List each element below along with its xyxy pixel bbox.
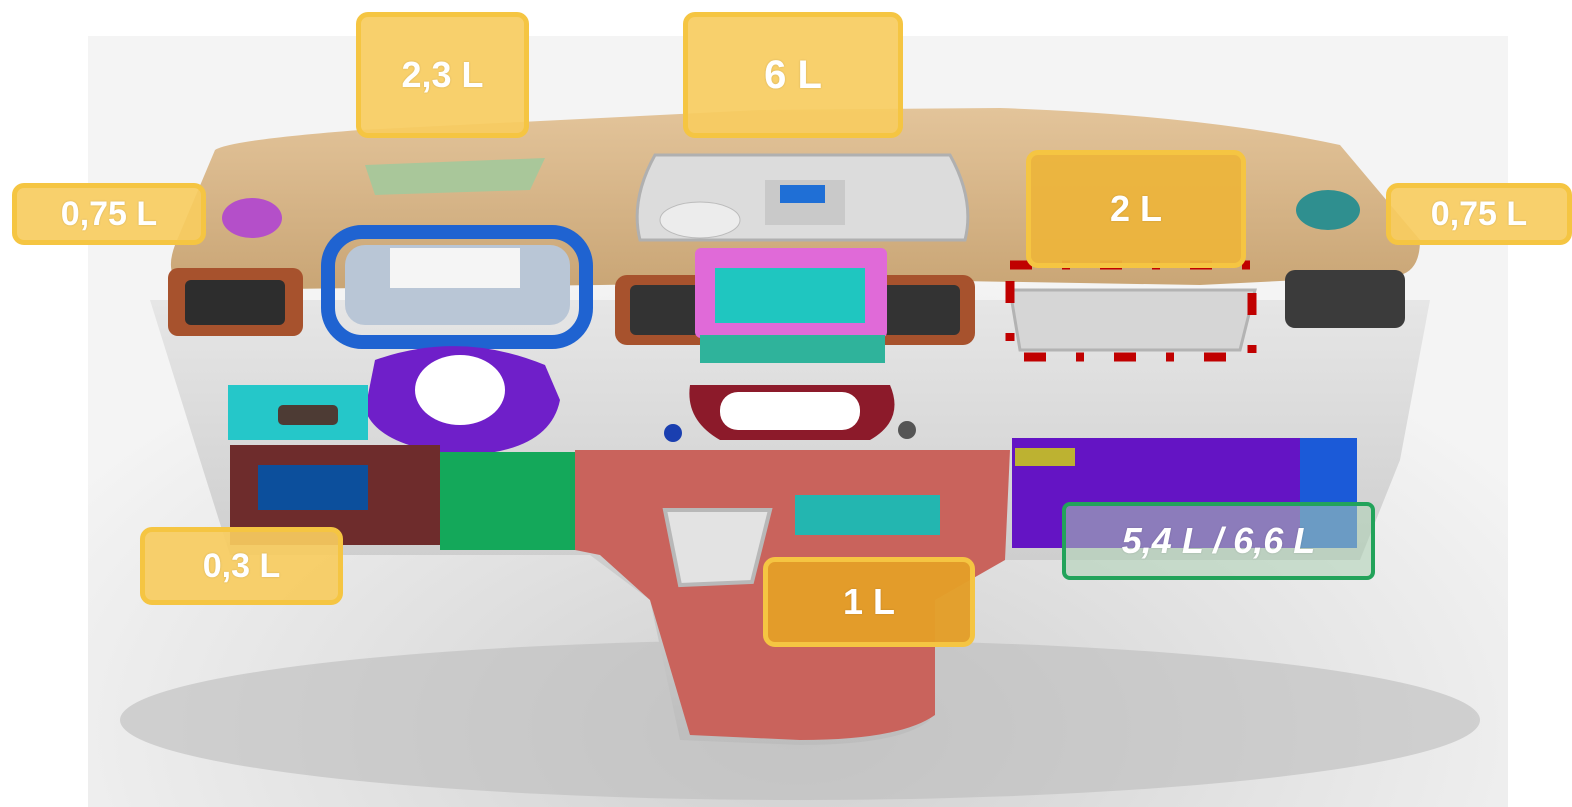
volume-label-lower-left: 0,3 L: [140, 527, 343, 605]
console-cyan-tray: [795, 495, 940, 535]
volume-label-left-end: 0,75 L: [12, 183, 206, 245]
bin-blue-part: [780, 185, 825, 203]
volume-label-upper-glovebox: 2 L: [1026, 150, 1246, 268]
volume-label-top-center: 6 L: [683, 12, 903, 138]
volume-label-right-end: 0,75 L: [1386, 183, 1572, 245]
upper-glovebox-tray: [1010, 290, 1255, 350]
right-end-cap-storage: [1296, 190, 1360, 230]
bin-cup: [660, 202, 740, 238]
console-cup-holder: [665, 510, 770, 585]
volume-label-center-console: 1 L: [763, 557, 975, 647]
volume-label-lower-glovebox: 5,4 L / 6,6 L: [1062, 502, 1375, 580]
left-green-panel: [440, 452, 575, 550]
left-end-cap-storage: [222, 198, 282, 238]
right-side-vent: [1285, 270, 1405, 328]
volume-label-top-left: 2,3 L: [356, 12, 529, 138]
